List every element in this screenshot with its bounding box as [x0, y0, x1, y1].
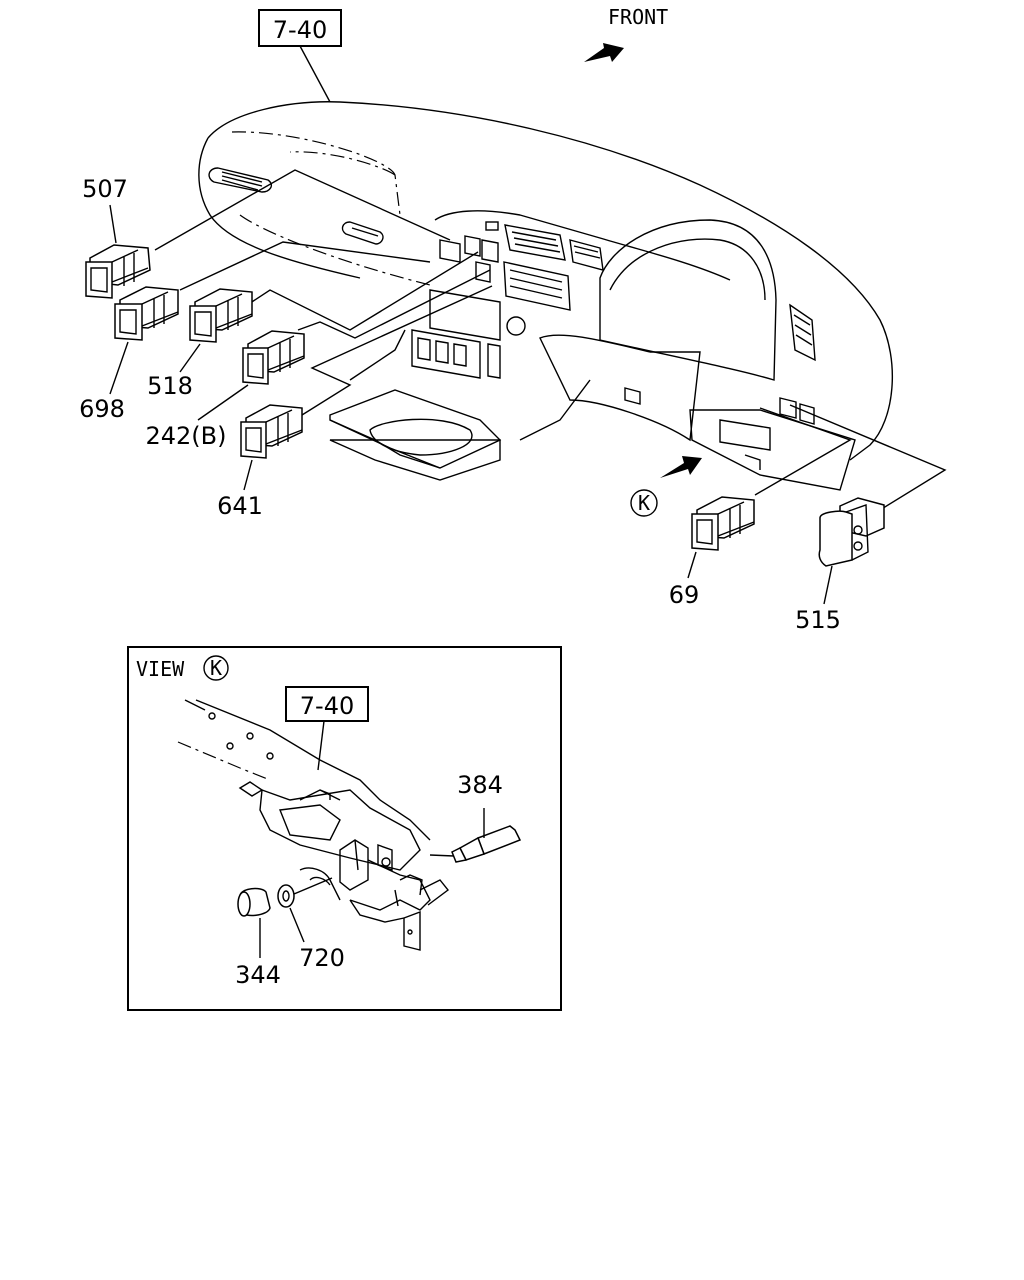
- assembly-lines: [154, 169, 947, 511]
- front-arrow-icon: [584, 43, 624, 62]
- part-641-label: 641: [217, 492, 263, 520]
- part-69-label: 69: [669, 581, 700, 609]
- part-69[interactable]: 69: [669, 496, 755, 609]
- part-507[interactable]: 507: [82, 175, 151, 299]
- part-720[interactable]: 720: [277, 877, 345, 972]
- view-k-title-letter: K: [210, 656, 222, 680]
- view-ref-leader: [317, 720, 325, 771]
- view-ref-box[interactable]: 7-40: [285, 686, 369, 722]
- view-k-title-circle: [203, 655, 229, 681]
- part-698-label: 698: [79, 395, 125, 423]
- part-518-label: 518: [147, 372, 193, 400]
- view-k-arrow-icon: [660, 456, 702, 478]
- part-698[interactable]: 698: [79, 286, 179, 423]
- view-k-title: VIEW: [136, 657, 185, 681]
- part-384[interactable]: 384: [429, 771, 522, 863]
- view-k-panel: VIEW K 7-40: [127, 646, 562, 1011]
- part-242b[interactable]: 242(B): [146, 330, 305, 450]
- part-384-label: 384: [457, 771, 503, 799]
- part-515-label: 515: [795, 606, 841, 634]
- view-k-marker[interactable]: K: [630, 489, 658, 517]
- part-720-label: 720: [299, 944, 345, 972]
- part-641[interactable]: 641: [217, 404, 303, 520]
- ref-box-top-label: 7-40: [273, 16, 327, 44]
- part-518[interactable]: 518: [147, 288, 253, 400]
- front-label: FRONT: [608, 5, 668, 29]
- ref-box-top[interactable]: 7-40: [258, 9, 342, 47]
- view-ref-box-label: 7-40: [300, 692, 354, 720]
- view-k-marker-letter: K: [638, 491, 650, 515]
- part-344[interactable]: 344: [235, 887, 281, 989]
- part-507-label: 507: [82, 175, 128, 203]
- part-242b-label: 242(B): [146, 422, 227, 450]
- ref-leader-top: [299, 45, 331, 103]
- part-515[interactable]: 515: [795, 497, 885, 634]
- part-344-label: 344: [235, 961, 281, 989]
- dashboard-drawing: [198, 101, 894, 491]
